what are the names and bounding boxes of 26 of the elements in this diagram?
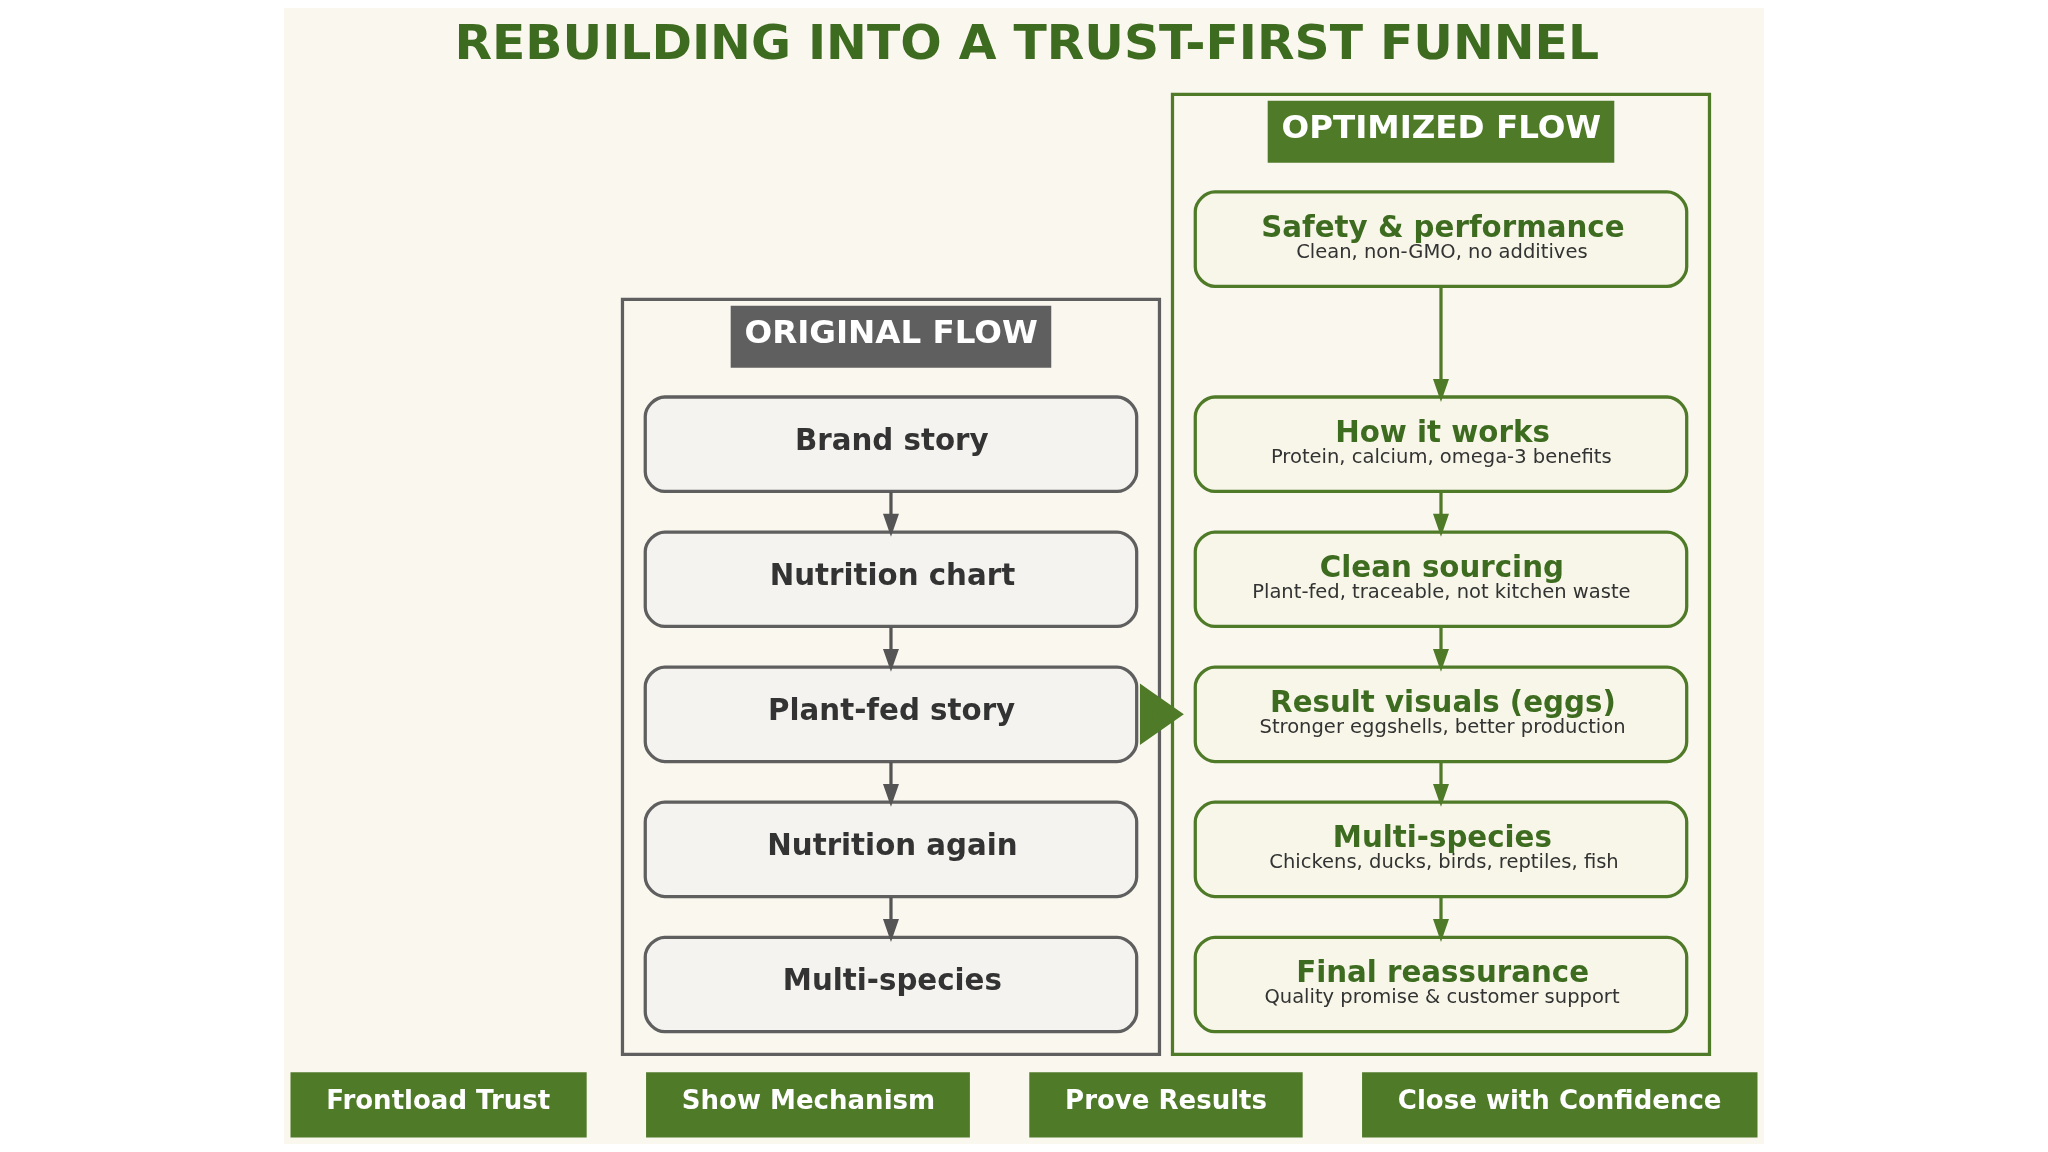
node-box: Safety & performance Clean, non-GMO, no additives — [1193, 190, 1689, 288]
node-box: Result visuals (eggs) Stronger eggshells, better production — [1193, 665, 1689, 764]
node-box: Nutrition again — [643, 800, 1139, 899]
diagram-title: REBUILDING INTO A TRUST-FIRST FUNNEL — [454, 13, 1600, 71]
node-box: Final reassurance Quality promise & customer support — [1193, 935, 1689, 1034]
arrow — [1433, 491, 1449, 537]
label: Show Mechanism — [681, 1085, 936, 1116]
arrow — [883, 627, 899, 672]
node-box: Multi-species Chickens, ducks, birds, reptiles, fish — [1193, 800, 1689, 899]
arrow — [883, 897, 899, 942]
node-box: Brand story — [643, 395, 1139, 493]
arrow — [1433, 286, 1449, 402]
label: Close with Confidence — [1397, 1085, 1722, 1116]
arrow — [1433, 897, 1449, 942]
node-box: Clean sourcing Plant-fed, traceable, not kitchen waste — [1193, 530, 1689, 629]
node-box: Nutrition chart — [643, 530, 1139, 629]
node-box: Multi-species — [643, 935, 1139, 1034]
arrow — [883, 762, 899, 807]
arrow — [1433, 627, 1449, 672]
arrow — [1139, 683, 1184, 746]
node-box: How it works Protein, calcium, omega-3 benefits — [1193, 395, 1689, 493]
label: Prove Results — [1065, 1085, 1268, 1116]
arrow — [1433, 762, 1449, 807]
node-box: Plant-fed story — [643, 665, 1139, 764]
arrow — [883, 491, 899, 537]
label: Frontload Trust — [326, 1085, 551, 1116]
